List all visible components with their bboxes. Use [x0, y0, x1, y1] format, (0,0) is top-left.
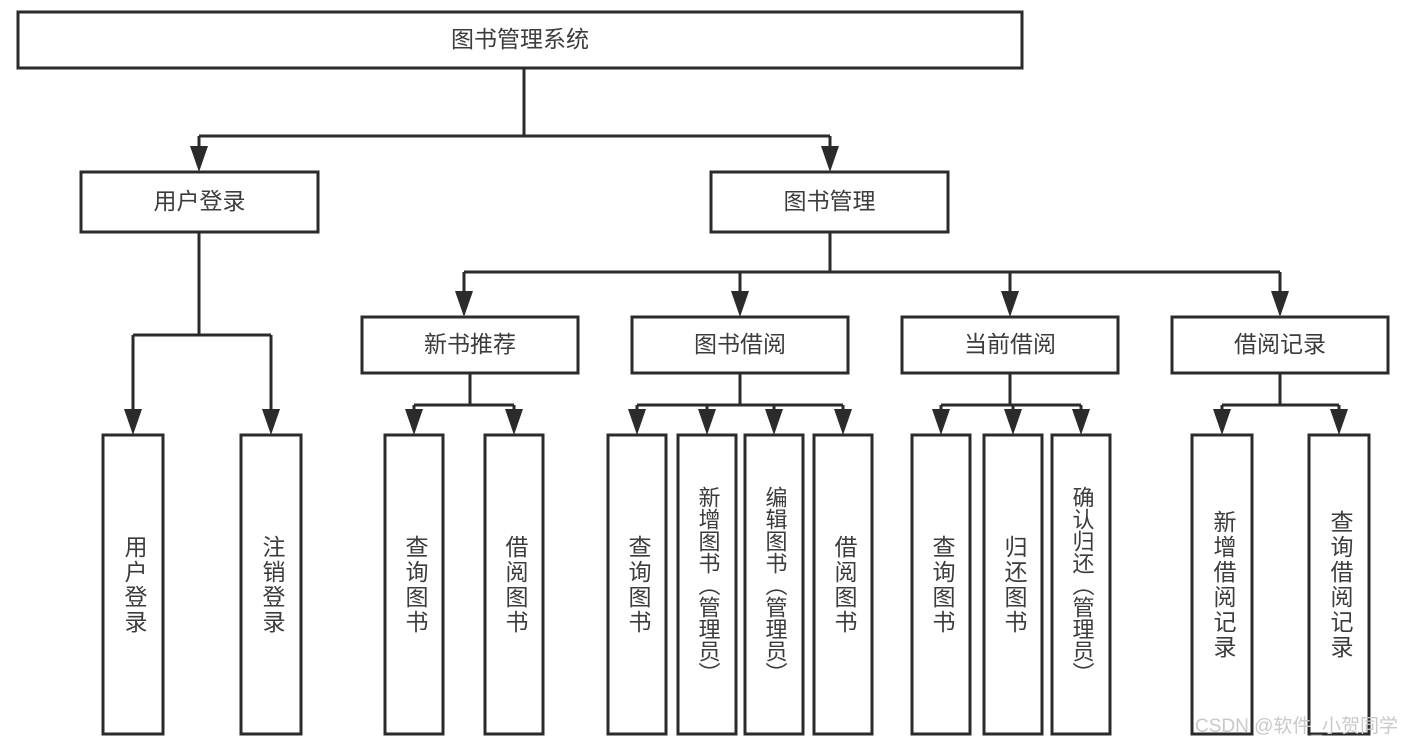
csdn-watermark: CSDN @软件_小贺同学: [1195, 715, 1398, 737]
borrow-arrow-1: [698, 409, 716, 435]
login-arrow-0: [124, 409, 142, 435]
node-box-leaf-borrow-book[interactable]: [812, 433, 874, 736]
node-box-leaf-query-book-borrow[interactable]: [606, 433, 668, 736]
node-box-leaf-user-login[interactable]: [101, 433, 165, 736]
node-box-user-login[interactable]: [79, 170, 320, 234]
node-box-current-borrow[interactable]: [900, 315, 1120, 375]
node-box-leaf-query-borrow-record[interactable]: [1307, 433, 1371, 736]
borrow-arrow-0: [628, 409, 646, 435]
root-arrow-0: [190, 146, 208, 172]
node-box-leaf-add-borrow-record[interactable]: [1190, 433, 1254, 736]
node-box-book-management[interactable]: [709, 170, 950, 234]
borrow-arrow-2: [765, 409, 783, 435]
current-arrow-2: [1072, 409, 1090, 435]
node-label-book-borrow: 图书借阅: [694, 331, 786, 357]
mgmt-arrow-1: [731, 291, 749, 317]
node-box-leaf-add-book-admin[interactable]: [676, 433, 738, 736]
login-arrow-1: [262, 409, 280, 435]
recommend-arrow-1: [505, 409, 523, 435]
node-label-root: 图书管理系统: [451, 26, 589, 52]
current-arrow-1: [1004, 409, 1022, 435]
node-label-borrow-record: 借阅记录: [1234, 331, 1326, 357]
node-box-leaf-return-book[interactable]: [982, 433, 1044, 736]
node-box-leaf-borrow-book-recommend[interactable]: [483, 433, 545, 736]
node-box-leaf-confirm-return-admin[interactable]: [1050, 433, 1112, 736]
node-box-leaf-edit-book-admin[interactable]: [743, 433, 805, 736]
node-box-borrow-record[interactable]: [1170, 315, 1390, 375]
mgmt-arrow-3: [1271, 291, 1289, 317]
node-box-book-borrow[interactable]: [630, 315, 850, 375]
node-label-current-borrow: 当前借阅: [964, 331, 1056, 357]
record-arrow-1: [1330, 409, 1348, 435]
mgmt-arrow-0: [455, 291, 473, 317]
node-label-new-book-recommend: 新书推荐: [424, 331, 516, 357]
current-arrow-0: [932, 409, 950, 435]
node-box-leaf-logout[interactable]: [239, 433, 303, 736]
node-box-root[interactable]: [16, 10, 1024, 70]
record-arrow-0: [1213, 409, 1231, 435]
node-label-user-login: 用户登录: [154, 188, 246, 214]
node-box-leaf-query-book-current[interactable]: [910, 433, 972, 736]
recommend-arrow-0: [405, 409, 423, 435]
node-label-book-management: 图书管理: [784, 188, 876, 214]
mgmt-arrow-2: [1001, 291, 1019, 317]
node-box-new-book-recommend[interactable]: [360, 315, 580, 375]
borrow-arrow-3: [834, 409, 852, 435]
root-arrow-1: [821, 146, 839, 172]
node-box-leaf-query-book-recommend[interactable]: [383, 433, 445, 736]
connector-layer: [124, 68, 1348, 435]
